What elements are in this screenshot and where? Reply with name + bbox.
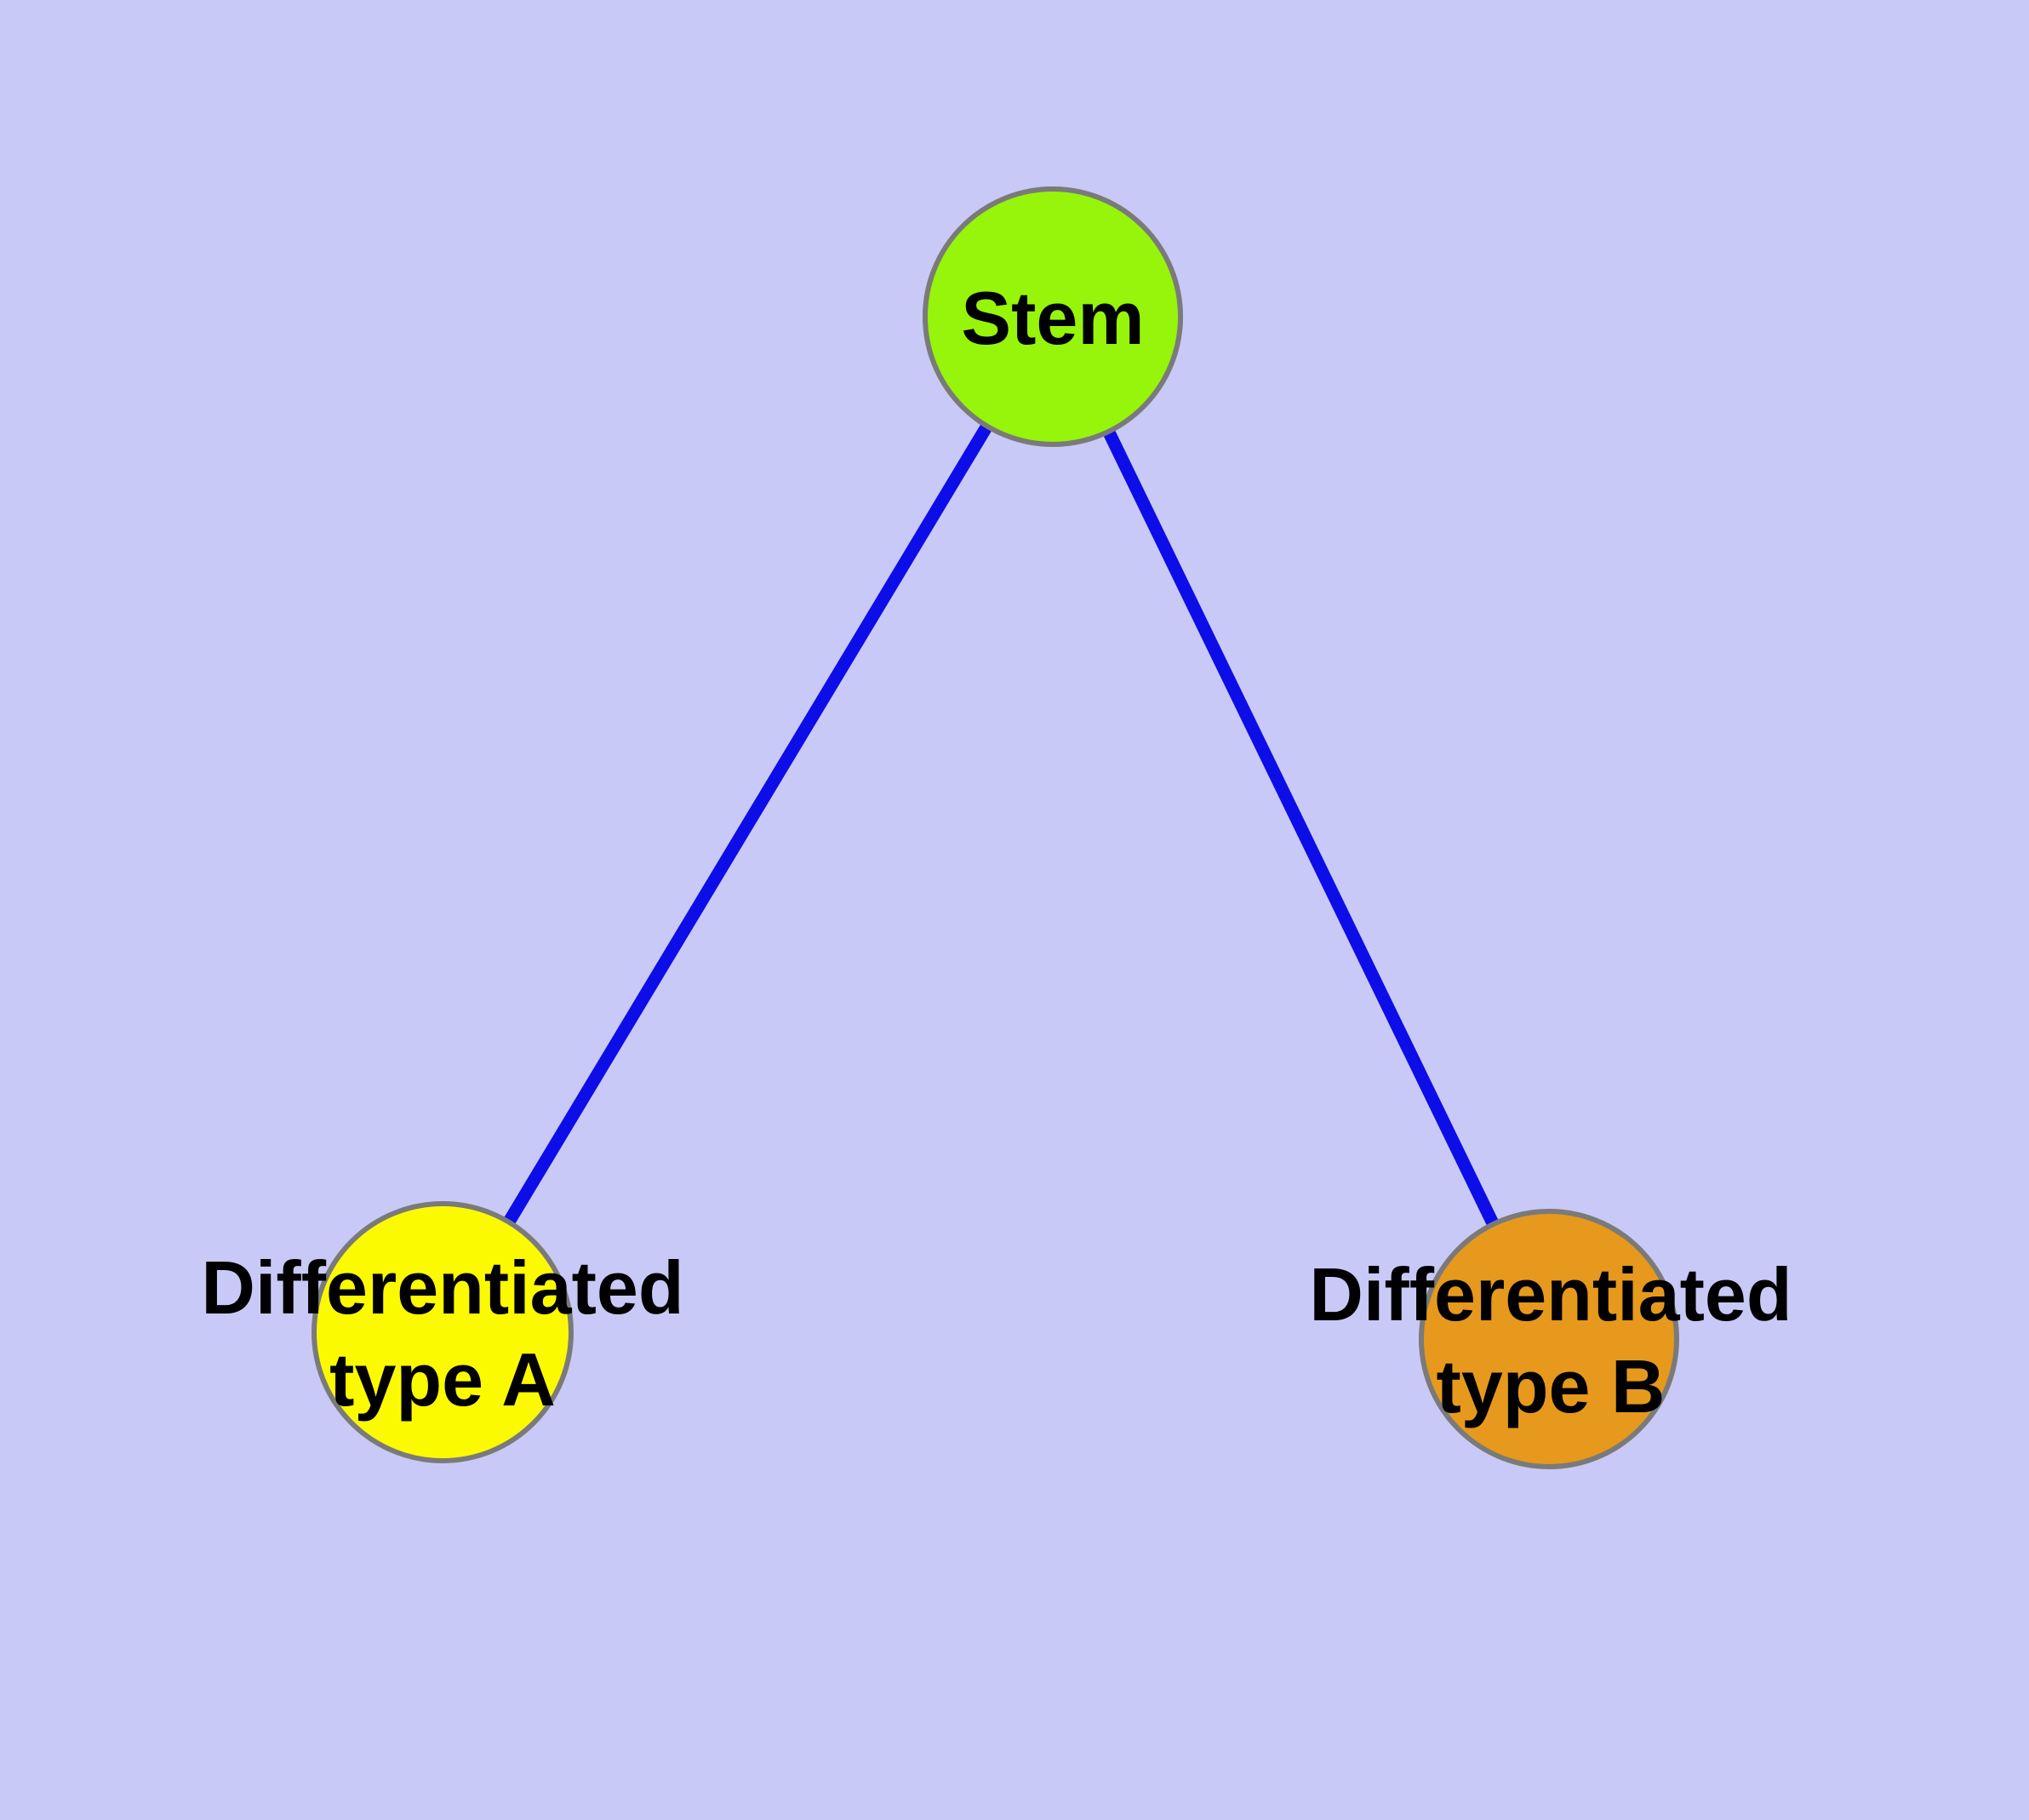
stem-node-circle: [923, 186, 1183, 447]
differentiated-type-a-label-line1: Differentiated: [201, 1245, 683, 1330]
stem-node-label: Stem: [961, 276, 1144, 360]
edge-stem-to-type-b: [1047, 313, 1555, 1342]
differentiated-type-b-label-line2: type B: [1437, 1344, 1666, 1428]
differentiated-type-b-node-circle: [1419, 1209, 1679, 1469]
differentiated-type-a-node-circle: [311, 1201, 574, 1463]
differentiated-type-a-label-line2: type A: [329, 1337, 556, 1422]
edge-stem-to-type-a: [437, 313, 1059, 1336]
differentiated-type-b-label-line1: Differentiated: [1309, 1252, 1792, 1336]
